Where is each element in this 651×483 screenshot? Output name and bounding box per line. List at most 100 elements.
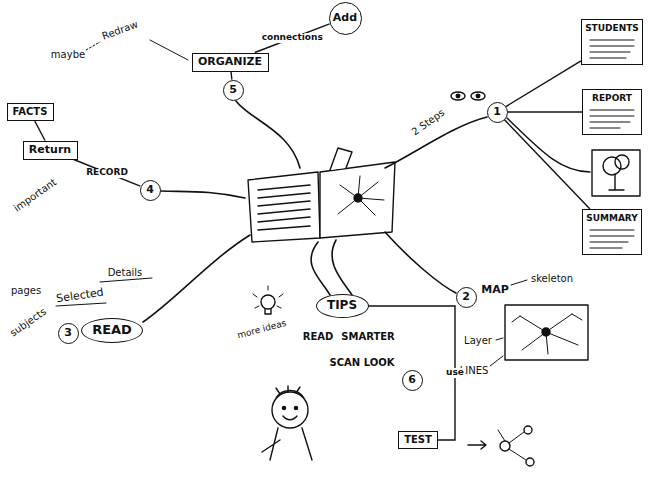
lightbulb [253, 286, 283, 314]
connector-line [230, 72, 232, 80]
node-text: Return [29, 144, 71, 157]
node-text: 1 [493, 106, 501, 119]
small-picture [468, 441, 486, 449]
open-book [258, 185, 310, 230]
lightbulb [261, 295, 275, 309]
node-text: 3 [64, 327, 72, 340]
connector-line [74, 160, 141, 187]
document-lines [590, 40, 634, 58]
document-box: SUMMARY [582, 209, 642, 255]
branch-label: Details [107, 267, 144, 278]
node-text: 4 [146, 184, 154, 197]
connector-line [506, 61, 581, 107]
node-text: 6 [408, 374, 416, 387]
open-book [330, 148, 352, 170]
topic-box: Return [23, 141, 78, 160]
leader-line [86, 42, 100, 50]
person-face [294, 406, 297, 409]
edge-label: RECORD [85, 168, 129, 178]
tree-picture [609, 174, 624, 190]
branch-label: READ [302, 331, 335, 342]
branch-line [311, 242, 330, 295]
open-book [248, 148, 395, 242]
document-lines [590, 110, 634, 128]
node-text: REPORT [592, 93, 632, 103]
eye-icon [451, 92, 485, 100]
leader-line [100, 278, 152, 282]
callout-number: 2 [456, 287, 477, 308]
callout-number: 3 [58, 323, 79, 344]
connector-line [504, 120, 590, 209]
mini-mind-map [505, 305, 588, 360]
person-face [276, 386, 304, 398]
eye-icon [451, 92, 465, 100]
tree-picture [507, 118, 590, 172]
callout-number: 6 [402, 370, 423, 391]
open-book [320, 162, 395, 238]
branch-label: skeleton [530, 273, 574, 284]
branch-label: important [11, 176, 59, 214]
edge-label: connections [261, 33, 324, 43]
branch-line [161, 191, 245, 198]
small-picture [498, 430, 526, 460]
node-text: 2 [462, 291, 470, 304]
callout-number: 5 [223, 80, 244, 101]
branch-label: Selected [55, 287, 106, 306]
tree-picture [603, 157, 621, 175]
mini-mind-map [511, 280, 527, 285]
tree-picture [507, 118, 640, 196]
document-lines [590, 230, 634, 248]
node-text: Add [333, 12, 357, 25]
connector-line [508, 111, 583, 112]
branch-line [236, 101, 300, 168]
node-text: TEST [404, 434, 432, 446]
node-text: STUDENTS [585, 23, 639, 33]
eye-icon [471, 92, 485, 100]
topic-ellipse: READ [81, 318, 143, 343]
branch-line [385, 117, 487, 168]
branch-label: Redraw [100, 18, 141, 42]
node-text: ORGANIZE [198, 56, 262, 69]
branch-label: more ideas [236, 318, 289, 341]
person-face [262, 386, 312, 460]
connector-line [255, 24, 330, 53]
branch-line [385, 232, 456, 293]
person-face [272, 392, 308, 428]
node-text: FACTS [13, 106, 48, 118]
branch-label: maybe [50, 49, 86, 60]
connector-line [369, 306, 456, 440]
open-book [338, 176, 384, 215]
branch-label: SCAN LOOK [329, 357, 396, 368]
eye-icon [456, 94, 460, 98]
small-picture [468, 426, 534, 466]
open-book [354, 194, 362, 202]
person-face [262, 428, 312, 460]
lightbulb [265, 309, 271, 314]
document-box: STUDENTS [581, 19, 643, 65]
small-picture [524, 426, 532, 434]
edge-label: use [445, 368, 465, 378]
callout-number: Add [329, 2, 362, 35]
tree-picture [615, 155, 629, 169]
branch-label: 2 Steps [409, 106, 448, 138]
mini-mind-map [512, 314, 582, 354]
small-picture [526, 458, 534, 466]
person-face [283, 416, 297, 420]
person-face [282, 406, 285, 409]
open-book [248, 172, 320, 242]
topic-ellipse: TIPS [316, 294, 369, 318]
topic-box: FACTS [7, 103, 54, 121]
branch-label: subjects [7, 305, 49, 339]
node-text: READ [92, 323, 132, 338]
topic-box: TEST [398, 431, 438, 449]
leader-line [56, 40, 188, 306]
node-text: TIPS [327, 299, 357, 313]
branch-line [143, 235, 250, 322]
branch-line [143, 101, 487, 322]
connector-line [35, 121, 45, 141]
callout-number: 4 [140, 180, 161, 201]
callout-number: 1 [487, 102, 508, 123]
leader-line [150, 40, 188, 60]
